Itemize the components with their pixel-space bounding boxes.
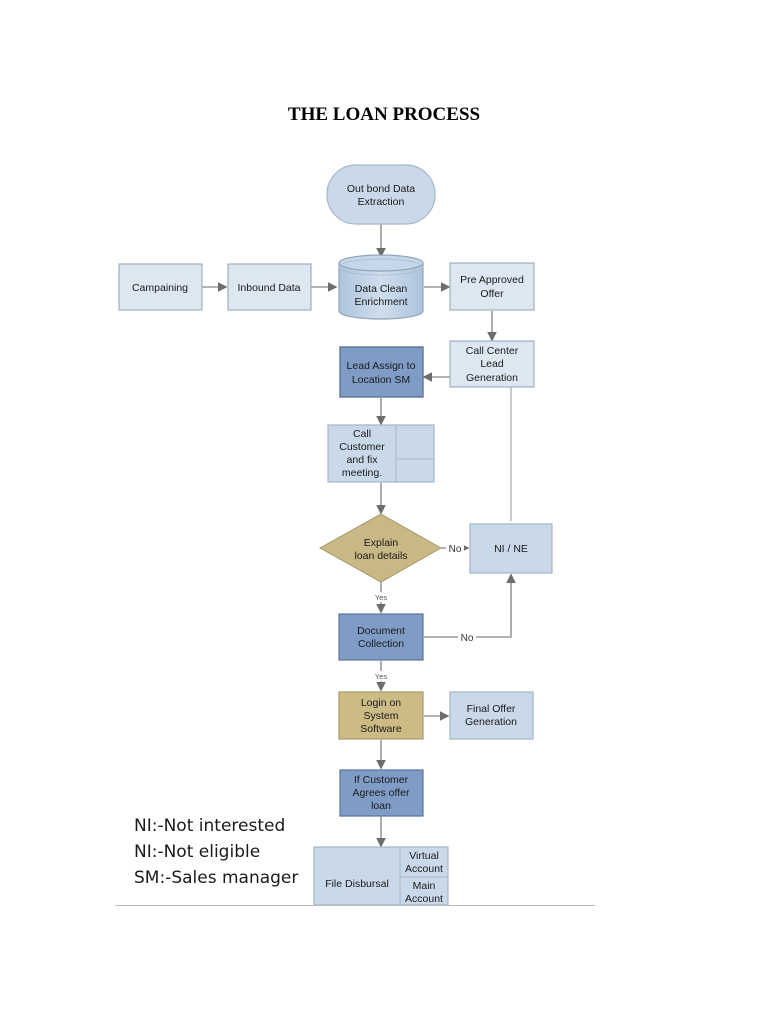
node-virtual-account: Virtual Account [405, 850, 443, 875]
node-label: Enrichment [354, 296, 407, 308]
node-label: Call Center [466, 345, 519, 357]
decision-shape [318, 513, 443, 583]
legend-item: SM:-Sales manager [134, 868, 299, 888]
legend-item: NI:-Not eligible [134, 842, 261, 862]
node-lead-assign: Lead Assign to Location SM [339, 346, 424, 398]
node-label: loan details [354, 550, 407, 562]
node-label: If Customer [354, 774, 409, 786]
node-login: Login on System Software [338, 691, 424, 740]
node-label: Generation [466, 372, 518, 384]
page-title: THE LOAN PROCESS [287, 104, 481, 125]
node-label: Inbound Data [237, 282, 300, 294]
node-outbond: Out bond Data Extraction [326, 164, 436, 225]
node-label: Offer [480, 288, 504, 300]
node-data-clean: Data Clean Enrichment [338, 254, 424, 320]
node-label: NI / NE [494, 543, 528, 555]
edge-document-to-ni-ne [424, 573, 516, 638]
node-label: Call [353, 428, 371, 440]
node-call-center: Call Center Lead Generation [449, 340, 535, 388]
node-label: Lead [480, 358, 504, 370]
node-label: Data Clean [355, 283, 408, 295]
node-label: Campaining [132, 282, 188, 294]
database-shape [338, 263, 424, 320]
node-label: Software [360, 723, 402, 735]
edge-label-document-yes: Yes [375, 672, 387, 681]
node-label: Extraction [358, 196, 405, 208]
node-label: Final Offer [467, 703, 516, 715]
node-explain-decision: Explain loan details [318, 513, 443, 583]
edge-label-explain-no: No [449, 544, 462, 555]
node-label: Agrees offer [352, 787, 410, 799]
node-main-account: Main Account [405, 880, 443, 905]
node-label: and fix [347, 454, 379, 466]
node-label: Explain [364, 537, 399, 549]
node-label: Out bond Data [347, 183, 415, 195]
node-call-customer: Call Customer and fix meeting. [327, 424, 435, 483]
node-label: Account [405, 863, 443, 875]
node-label: Generation [465, 716, 517, 728]
node-inbound: Inbound Data [227, 263, 312, 311]
legend-item: NI:-Not interested [134, 816, 286, 836]
node-label: System [363, 710, 398, 722]
edge-label-document-no: No [461, 633, 474, 644]
node-label: File Disbursal [325, 878, 389, 890]
node-label: Collection [358, 638, 404, 650]
node-pre-approved: Pre Approved Offer [449, 262, 535, 311]
node-label: Location SM [352, 374, 410, 386]
node-label: Document [357, 625, 405, 637]
edge-label-explain-yes: Yes [375, 593, 387, 602]
node-label: Main [413, 880, 436, 892]
node-file-disbursal: File Disbursal Virtual Account Main Acco… [313, 846, 449, 906]
node-label: Virtual [409, 850, 439, 862]
terminator-shape [326, 164, 436, 225]
node-ni-ne: NI / NE [469, 523, 553, 574]
abbreviation-legend: NI:-Not interested NI:-Not eligible SM:-… [134, 813, 298, 891]
node-label: Account [405, 893, 443, 905]
node-document: Document Collection [338, 613, 424, 661]
node-label: loan [371, 800, 391, 812]
node-label: Login on [361, 697, 401, 709]
node-label: Customer [339, 441, 385, 453]
node-label: meeting. [342, 467, 382, 479]
bottom-divider [115, 905, 595, 906]
node-label: Pre Approved [460, 274, 524, 286]
node-label: Lead Assign to [347, 360, 416, 372]
node-agrees: If Customer Agrees offer loan [339, 769, 424, 817]
node-final-offer: Final Offer Generation [449, 691, 534, 740]
node-campaining: Campaining [118, 263, 203, 311]
